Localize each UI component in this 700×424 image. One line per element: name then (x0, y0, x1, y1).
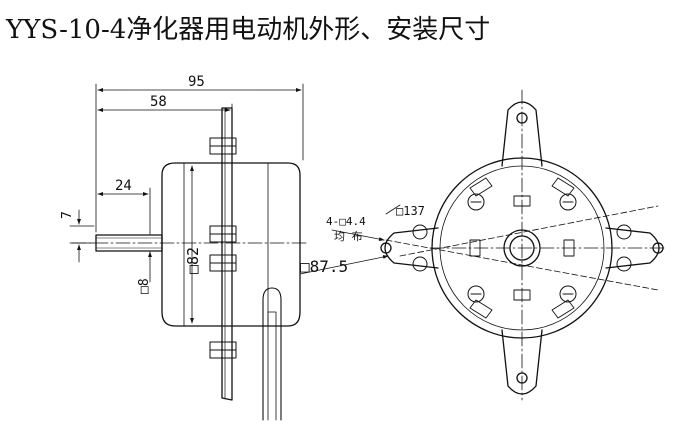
dim-holes-note: 均 布 (334, 230, 363, 243)
dim-front-body-square: □87.5 (300, 257, 348, 276)
lug-right (605, 227, 660, 269)
dim-shaft-length: 24 (115, 178, 132, 194)
dim-hole-square: □137 (396, 204, 425, 218)
front-bolts (412, 193, 632, 303)
lug-left (384, 227, 439, 269)
motor-body (161, 162, 301, 327)
dim-shaft-square: □8 (137, 278, 152, 294)
lug-top (501, 101, 543, 167)
lug-bottom (501, 329, 543, 395)
front-view (299, 89, 666, 401)
mounting-bolts (209, 137, 237, 359)
motor-cable (262, 287, 282, 421)
dim-body-length: 58 (150, 94, 167, 110)
dim-overall-length: 95 (188, 74, 205, 90)
motor-housing (431, 157, 613, 339)
mounting-plate (221, 107, 233, 401)
drawing-title: YYS-10-4净化器用电动机外形、安装尺寸 (6, 15, 491, 45)
side-view (69, 83, 309, 421)
dim-body-square: □82 (184, 247, 202, 274)
vent-slots (469, 177, 575, 319)
dim-holes-count: 4-□4.4 (326, 215, 366, 228)
dim-shaft-height: 7 (60, 211, 75, 219)
